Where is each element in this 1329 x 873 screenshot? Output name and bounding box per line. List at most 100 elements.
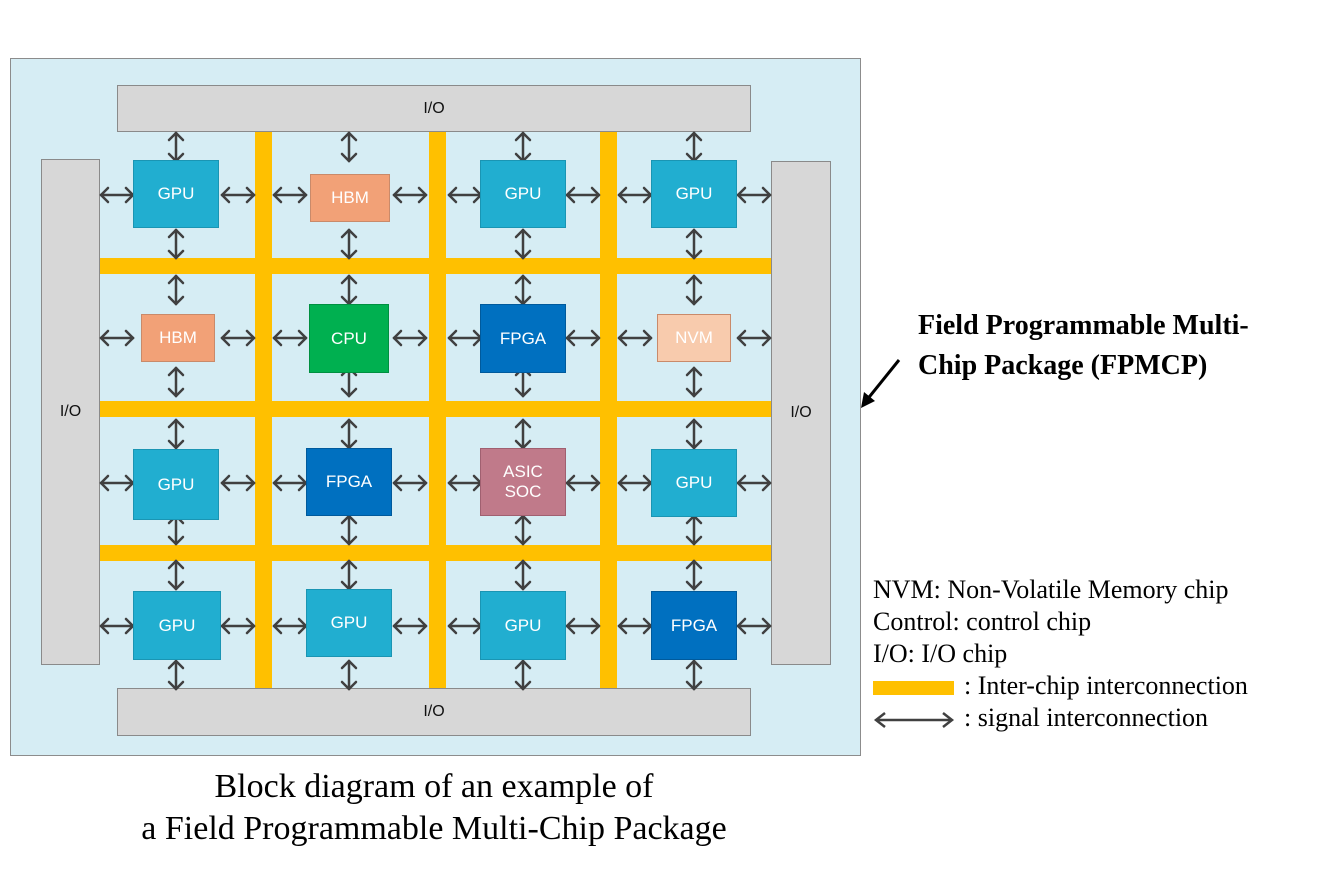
chip-fpga: FPGA <box>651 591 737 660</box>
arrow-stroke <box>521 659 532 670</box>
arrow-stroke <box>347 274 358 285</box>
io-chip-label: I/O <box>423 99 445 117</box>
arrow-stroke <box>692 659 703 670</box>
arrow-stroke <box>174 249 185 260</box>
arrow-stroke <box>472 481 483 492</box>
arrow-stroke <box>565 329 576 340</box>
arrow-stroke <box>340 559 351 570</box>
arrow-stroke <box>617 186 628 197</box>
io-chip-left: I/O <box>41 159 100 665</box>
chip-label: FPGA <box>325 472 373 491</box>
chip-label-line2: SOC <box>504 482 542 501</box>
chip-label: CPU <box>331 328 367 348</box>
arrow-stroke <box>347 659 358 670</box>
arrow-stroke <box>642 617 653 628</box>
arrow-stroke <box>99 624 110 635</box>
arrow-stroke <box>347 418 358 429</box>
arrow-stroke <box>167 580 178 591</box>
arrow-stroke <box>347 514 358 525</box>
chip-label: HBM <box>331 188 369 207</box>
arrow-stroke <box>685 580 696 591</box>
chip-label: FPGA <box>499 328 547 348</box>
arrow-stroke <box>692 131 703 142</box>
arrow-stroke <box>220 474 231 485</box>
arrow-stroke <box>347 680 358 691</box>
chip-label: GPU <box>157 184 195 203</box>
arrow-stroke <box>99 193 110 204</box>
arrow-stroke <box>340 535 351 546</box>
arrow-stroke <box>340 387 351 398</box>
arrow-stroke <box>174 274 185 285</box>
arrow-stroke <box>220 624 231 635</box>
arrow-stroke <box>447 617 458 628</box>
arrow-stroke <box>761 186 772 197</box>
arrow-stroke <box>245 481 256 492</box>
arrow-stroke <box>692 680 703 691</box>
arrow-stroke <box>99 481 110 492</box>
arrow-stroke <box>272 624 283 635</box>
arrow-stroke <box>167 559 178 570</box>
arrow-stroke <box>167 228 178 239</box>
interchip-bus-horizontal <box>100 545 771 561</box>
arrow-stroke <box>521 387 532 398</box>
arrow-stroke <box>514 249 525 260</box>
arrow-stroke <box>392 193 403 204</box>
arrow-stroke <box>514 559 525 570</box>
arrow-stroke <box>521 274 532 285</box>
arrow-stroke <box>174 152 185 163</box>
arrow-stroke <box>590 329 601 340</box>
arrow-stroke <box>565 474 576 485</box>
arrow-stroke <box>514 418 525 429</box>
arrow-stroke <box>417 474 428 485</box>
arrow-stroke <box>685 366 696 377</box>
arrow-stroke <box>347 295 358 306</box>
arrow-stroke <box>174 228 185 239</box>
arrow-stroke <box>514 274 525 285</box>
chip-label-line1: ASIC <box>503 462 543 481</box>
arrow-stroke <box>99 336 110 347</box>
figure-caption: Block diagram of an example of a Field P… <box>0 766 868 850</box>
arrow-stroke <box>617 329 628 340</box>
arrow-stroke <box>565 186 576 197</box>
arrow-stroke <box>347 439 358 450</box>
arrow-stroke <box>685 659 696 670</box>
double-arrow-icon <box>873 712 955 729</box>
arrow-stroke <box>514 680 525 691</box>
arrow-stroke <box>736 624 747 635</box>
arrow-stroke <box>642 193 653 204</box>
io-chip-bottom: I/O <box>117 688 751 736</box>
arrow-stroke <box>167 131 178 142</box>
chip-label: GPU <box>675 184 713 203</box>
arrow-stroke <box>514 295 525 306</box>
arrow-stroke <box>167 418 178 429</box>
arrow-stroke <box>220 617 231 628</box>
arrow-stroke <box>174 366 185 377</box>
arrow-stroke <box>447 329 458 340</box>
chip-gpu: GPU <box>133 591 221 660</box>
arrow-stroke <box>447 193 458 204</box>
arrow-stroke <box>692 249 703 260</box>
arrow-stroke <box>297 624 308 635</box>
arrow-stroke <box>514 659 525 670</box>
arrow-stroke <box>692 274 703 285</box>
arrow-stroke <box>124 474 135 485</box>
interchip-swatch-icon <box>873 681 954 696</box>
chip-label: GPU <box>157 474 195 494</box>
arrow-stroke <box>514 131 525 142</box>
arrow-stroke <box>472 186 483 197</box>
legend-signal-row: : signal interconnection <box>873 702 1208 734</box>
arrow-stroke <box>736 186 747 197</box>
arrow-stroke <box>392 481 403 492</box>
arrow-stroke <box>692 535 703 546</box>
legend-io: I/O: I/O chip <box>873 639 1008 668</box>
arrow-stroke <box>685 152 696 163</box>
arrow-stroke <box>245 624 256 635</box>
arrow-stroke <box>692 366 703 377</box>
arrow-stroke <box>521 152 532 163</box>
arrow-stroke <box>167 387 178 398</box>
chip-hbm: HBM <box>141 314 215 362</box>
arrow-stroke <box>220 481 231 492</box>
interchip-bus-horizontal <box>100 401 771 417</box>
arrow-stroke <box>220 336 231 347</box>
